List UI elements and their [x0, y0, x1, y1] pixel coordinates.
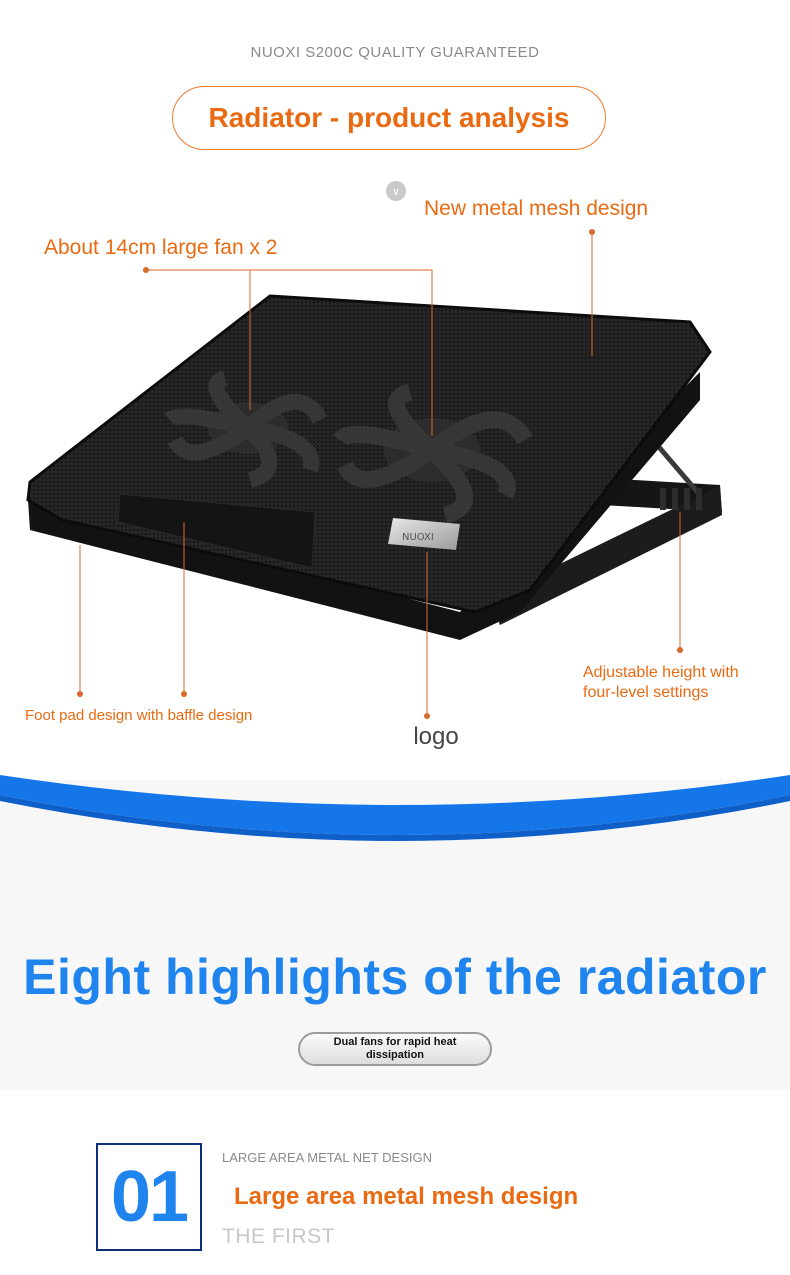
- chevron-down-icon[interactable]: ∨: [386, 181, 406, 201]
- front-baffle: [117, 493, 316, 569]
- fan-left: [164, 370, 328, 488]
- callout-mesh: New metal mesh design: [424, 197, 649, 220]
- logo-badge-text: NUOXI: [402, 532, 434, 543]
- callout-height: Adjustable height with four-level settin…: [583, 663, 739, 703]
- highlights-title: Eight highlights of the radiator: [23, 949, 767, 1005]
- section-title: Large area metal mesh design: [234, 1183, 579, 1210]
- callout-height-line1: Adjustable height with: [583, 664, 739, 681]
- feature-pill[interactable]: Dual fans for rapid heat dissipation: [298, 1032, 492, 1066]
- callout-height-line2: four-level settings: [583, 684, 709, 701]
- callout-foot-pad: Foot pad design with baffle design: [25, 707, 253, 724]
- section-number: 01: [110, 1157, 189, 1237]
- page-title: Radiator - product analysis: [208, 102, 570, 133]
- section-subtitle: LARGE AREA METAL NET DESIGN: [222, 1150, 432, 1165]
- logo-badge: NUOXI: [388, 518, 460, 550]
- page-tagline: NUOXI S200C QUALITY GUARANTEED: [250, 44, 540, 61]
- section-tag: THE FIRST: [222, 1225, 335, 1248]
- leader-dots: [77, 229, 683, 719]
- section-number-box: 01: [96, 1143, 202, 1251]
- product-illustration: NUOXI: [26, 229, 722, 719]
- leader-lines: [79, 232, 681, 716]
- blue-wave-divider: [0, 775, 790, 841]
- fan-right: [332, 383, 533, 524]
- callout-logo: logo: [376, 720, 496, 754]
- callout-fan: About 14cm large fan x 2: [44, 236, 278, 259]
- feature-pill-line1: Dual fans for rapid heat: [333, 1036, 457, 1048]
- feature-pill-line2: dissipation: [365, 1049, 425, 1061]
- section-title-pill: Radiator - product analysis: [172, 86, 606, 150]
- stand: [490, 423, 722, 625]
